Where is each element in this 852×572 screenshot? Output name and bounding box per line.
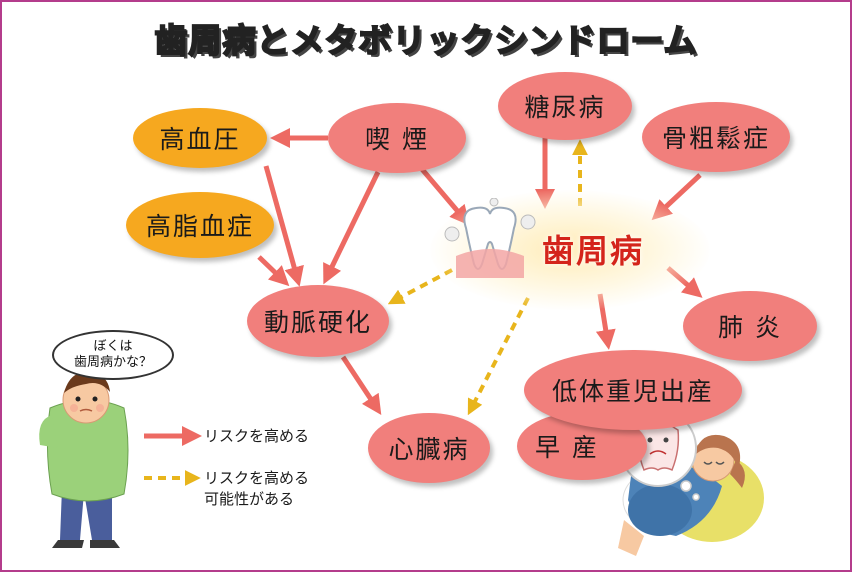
arrow-arteriosclerosis-to-heart-disease — [340, 355, 382, 416]
node-arteriosclerosis-label: 動脈硬化 — [263, 308, 372, 337]
node-heart-disease: 心臓病 — [368, 413, 490, 483]
man-icon — [39, 371, 129, 548]
node-osteoporosis: 骨粗鬆症 — [642, 102, 790, 172]
legend-dashed-label-line2: 可能性がある — [204, 490, 295, 508]
node-hyperlipidemia-label: 高脂血症 — [145, 212, 254, 241]
node-diabetes-label: 糖尿病 — [524, 93, 606, 122]
speech-bubble-line1: ぼくは — [93, 339, 133, 354]
node-pneumonia-label: 肺 炎 — [718, 313, 782, 342]
legend-solid-label: リスクを高める — [204, 427, 310, 445]
node-smoking: 喫 煙 — [328, 103, 466, 173]
node-diabetes: 糖尿病 — [498, 72, 632, 140]
dashed-arrow-periodontal-to-heart-disease — [467, 297, 530, 416]
dashed-arrow-periodontal-to-arteriosclerosis — [387, 268, 453, 305]
node-hypertension: 高血圧 — [133, 108, 267, 168]
node-low-birth-weight-label: 低体重児出産 — [551, 377, 714, 406]
arrow-smoking-to-arteriosclerosis — [323, 170, 381, 285]
arrow-hyperlipidemia-to-arteriosclerosis — [257, 255, 290, 287]
node-osteoporosis-label: 骨粗鬆症 — [661, 124, 770, 153]
arrow-hypertension-to-arteriosclerosis — [263, 165, 304, 287]
node-hypertension-label: 高血圧 — [159, 125, 241, 154]
node-heart-disease-label: 心臓病 — [388, 435, 470, 464]
periodontal-disease-label: 歯周病 — [542, 232, 645, 270]
tooth-icon — [444, 198, 536, 278]
node-low-birth-weight: 低体重児出産 — [524, 350, 742, 430]
arrow-smoking-to-periodontal — [419, 166, 470, 226]
speech-bubble: ぼくは 歯周病かな？ — [52, 330, 174, 380]
page-title: 歯周病とメタボリックシンドローム — [153, 20, 698, 61]
node-hyperlipidemia: 高脂血症 — [126, 192, 274, 258]
speech-bubble-line2: 歯周病かな？ — [73, 355, 152, 370]
node-pneumonia: 肺 炎 — [683, 291, 817, 361]
pregnant-woman-icon — [618, 434, 764, 556]
node-premature-birth-label: 早 産 — [535, 433, 599, 462]
node-arteriosclerosis: 動脈硬化 — [247, 285, 389, 357]
node-smoking-label: 喫 煙 — [365, 125, 429, 154]
legend-dashed-label-line1: リスクを高める — [204, 469, 310, 487]
